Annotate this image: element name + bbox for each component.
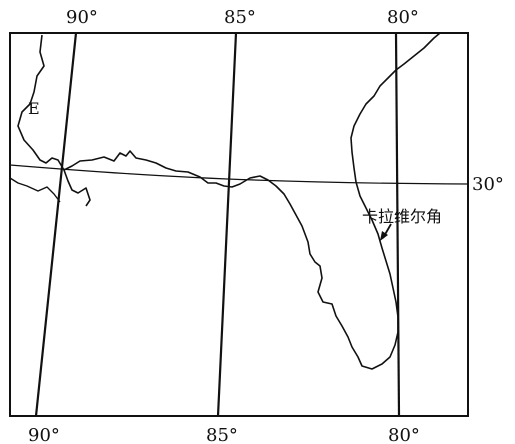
meridian-90 (34, 32, 78, 417)
coastline-west-fragment (9, 177, 61, 203)
latitude-label-30: 30° (472, 174, 504, 195)
map-frame (9, 32, 469, 417)
region-label-e: E (28, 99, 40, 118)
meridian-80 (394, 32, 401, 417)
top-longitude-label-80: 80° (387, 7, 419, 28)
cape-arrow-head (380, 231, 388, 241)
bottom-longitude-label-90: 90° (28, 425, 60, 444)
cape-label: 卡拉维尔角 (362, 207, 442, 226)
bottom-longitude-label-80: 80° (388, 425, 420, 444)
meridian-85 (216, 32, 238, 417)
coastline (17, 32, 441, 370)
bottom-longitude-label-85: 85° (206, 425, 238, 444)
top-longitude-label-85: 85° (224, 7, 256, 28)
top-longitude-label-90: 90° (66, 7, 98, 28)
parallel-30 (9, 164, 469, 185)
